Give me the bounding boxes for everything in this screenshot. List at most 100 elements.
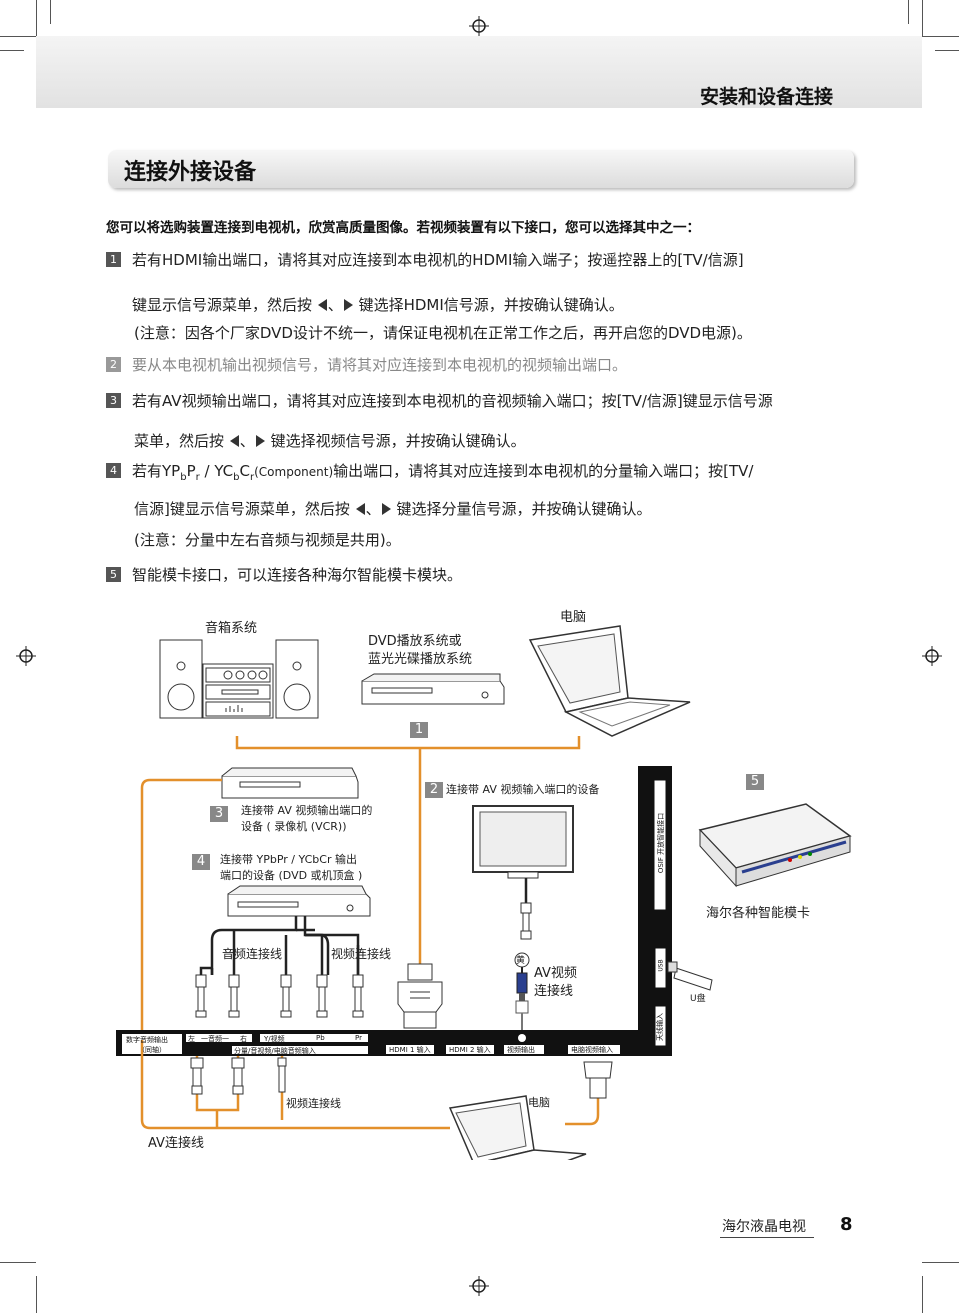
yellow-tag: 黄: [516, 956, 526, 966]
left-arrow-icon: [355, 503, 365, 515]
digital-audio-label-2: （同轴）: [138, 1046, 166, 1054]
footer-brand: 海尔液晶电视: [722, 1219, 806, 1235]
item-3-text-a: 菜单，然后按: [134, 432, 225, 450]
computer-bottom-label: 电脑: [528, 1096, 550, 1109]
video-cable-bottom-label: 视频连接线: [286, 1097, 341, 1110]
item-3-line-2: 菜单，然后按 、 键选择视频信号源，并按确认键确认。: [134, 430, 526, 451]
crop-mark: [922, 1262, 959, 1263]
speaker-system-illustration: [159, 639, 319, 719]
item-4-line-2: 信源]键显示信号源菜单，然后按 、 键选择分量信号源，并按确认键确认。: [134, 498, 651, 519]
left-arrow-icon: [229, 435, 239, 447]
text: 若有YP: [132, 462, 181, 480]
item-1-text-a: 键显示信号源菜单，然后按: [132, 296, 313, 314]
registration-mark-left: [16, 646, 36, 666]
page-number: 8: [840, 1214, 853, 1235]
separator: 、: [239, 432, 255, 450]
label-av-input-device: 连接带 AV 视频输入端口的设备: [446, 783, 600, 796]
diagram-number-5: 5: [746, 774, 764, 790]
chapter-title: 安装和设备连接: [700, 86, 834, 108]
hdmi-plug: [397, 963, 443, 1029]
registration-mark-bottom: [469, 1276, 489, 1296]
dvd-system-label-2: 蓝光光碟播放系统: [368, 652, 473, 667]
port-pr-label: Pr: [355, 1034, 362, 1042]
dvd-player-illustration: [361, 673, 505, 705]
label-component-device-2: 端口的设备 (DVD 或机顶盒 ): [220, 869, 363, 882]
computer-top-label: 电脑: [560, 610, 587, 625]
label-av-output-device-2: 设备 ( 录像机 (VCR)): [241, 820, 347, 833]
item-4-note: (注意：分量中左右音频与视频是共用)。: [134, 531, 401, 549]
item-4-text-c: 键选择分量信号源，并按确认键确认。: [396, 500, 652, 518]
footer-underline: [720, 1237, 814, 1238]
item-1-line-2: 键显示信号源菜单，然后按 、 键选择HDMI信号源，并按确认键确认。: [132, 294, 624, 315]
item-number: 1: [106, 252, 121, 267]
item-4-line-1: 若有YPbPr / YCbCr(Component)输出端口，请将其对应连接到本…: [132, 460, 754, 483]
video-cable-label: 视频连接线: [331, 947, 392, 961]
connection-diagram: [116, 625, 852, 1160]
av-video-cable-label-2: 连接线: [534, 984, 574, 999]
crop-mark: [0, 36, 36, 37]
port-left-label: 左: [188, 1035, 195, 1043]
item-5-line-1: 智能模卡接口，可以连接各种海尔智能模卡模块。: [132, 566, 463, 584]
smart-card-module: [698, 803, 852, 888]
right-arrow-icon: [343, 299, 353, 311]
crop-mark: [0, 1262, 36, 1263]
hdmi1-port-label: HDMI 1 输入: [389, 1046, 431, 1054]
text: P: [186, 462, 196, 480]
component-input-label: 分量/音视频/电脑音频输入: [234, 1047, 316, 1055]
right-arrow-icon: [255, 435, 265, 447]
item-1-text-c: 键选择HDMI信号源，并按确认键确认。: [358, 296, 624, 314]
text: 输出端口，请将其对应连接到本电视机的分量输入端口；按[TV/: [333, 462, 754, 480]
separator: 、: [327, 296, 343, 314]
text: r: [195, 472, 200, 483]
port-yvideo-label: Y/视频: [264, 1035, 285, 1043]
item-1-line-1: 若有HDMI输出端口，请将其对应连接到本电视机的HDMI输入端子；按遥控器上的[…: [132, 251, 744, 269]
label-av-output-device-1: 连接带 AV 视频输出端口的: [241, 804, 373, 817]
port-audio-label: 一音频一: [201, 1035, 229, 1043]
item-3-line-1: 若有AV视频输出端口，请将其对应连接到本电视机的音视频输入端口；按[TV/信源]…: [132, 392, 773, 410]
diagram-number-3: 3: [210, 806, 228, 822]
tv-illustration: [472, 805, 574, 879]
diagram-number-4: 4: [192, 854, 210, 870]
audio-cable-label: 音频连接线: [222, 947, 283, 961]
port-pb-label: Pb: [316, 1034, 325, 1042]
dvd-system-label-1: DVD播放系统或: [368, 634, 462, 649]
crop-mark: [0, 50, 24, 51]
separator: 、: [365, 500, 381, 518]
usb-disk-label: U盘: [690, 994, 706, 1004]
smart-slot-label: OSIF 开放智能接口: [657, 812, 665, 874]
crop-mark: [908, 0, 909, 24]
right-arrow-icon: [381, 503, 391, 515]
av-cable-label: AV连接线: [148, 1136, 204, 1151]
label-component-device-1: 连接带 YPbPr / YCbCr 输出: [220, 853, 357, 866]
pc-in-port-label: 电脑视频输入: [571, 1046, 613, 1054]
dvd-player-illustration-2: [227, 885, 371, 917]
crop-mark: [50, 0, 51, 24]
header-band: [36, 36, 922, 108]
av-video-cable-label-1: AV视频: [534, 966, 577, 981]
vcr-illustration: [221, 767, 359, 799]
port-right-label: 右: [240, 1035, 247, 1043]
text: C: [239, 462, 250, 480]
usb-disk-illustration: [667, 961, 713, 991]
section-title: 连接外接设备: [124, 160, 257, 185]
left-arrow-icon: [317, 299, 327, 311]
video-out-port-label: 视频输出: [507, 1046, 535, 1054]
rca-plugs: [195, 974, 364, 1018]
usb-port-label: USB: [657, 959, 665, 972]
item-1-note: (注意：因各个厂家DVD设计不统一，请保证电视机在正常工作之后，再开启您的DVD…: [134, 324, 752, 342]
item-number: 4: [106, 463, 121, 478]
item-2-line-1: 要从本电视机输出视频信号，请将其对应连接到本电视机的视频输出端口。: [132, 356, 628, 374]
antenna-label: 天线输入: [656, 1013, 664, 1041]
crop-mark: [922, 36, 959, 37]
text: (Component): [254, 465, 334, 479]
crop-mark: [935, 50, 959, 51]
item-4-text-a: 信源]键显示信号源菜单，然后按: [134, 500, 350, 518]
digital-audio-label-1: 数字音频输出: [126, 1036, 168, 1044]
crop-mark: [922, 0, 923, 36]
text: b: [233, 472, 240, 483]
registration-mark-right: [922, 646, 942, 666]
item-3-text-c: 键选择视频信号源，并按确认键确认。: [270, 432, 526, 450]
laptop-illustration-bottom: [448, 1095, 587, 1160]
rca-plug-tv: [520, 902, 532, 940]
text: b: [180, 472, 187, 483]
